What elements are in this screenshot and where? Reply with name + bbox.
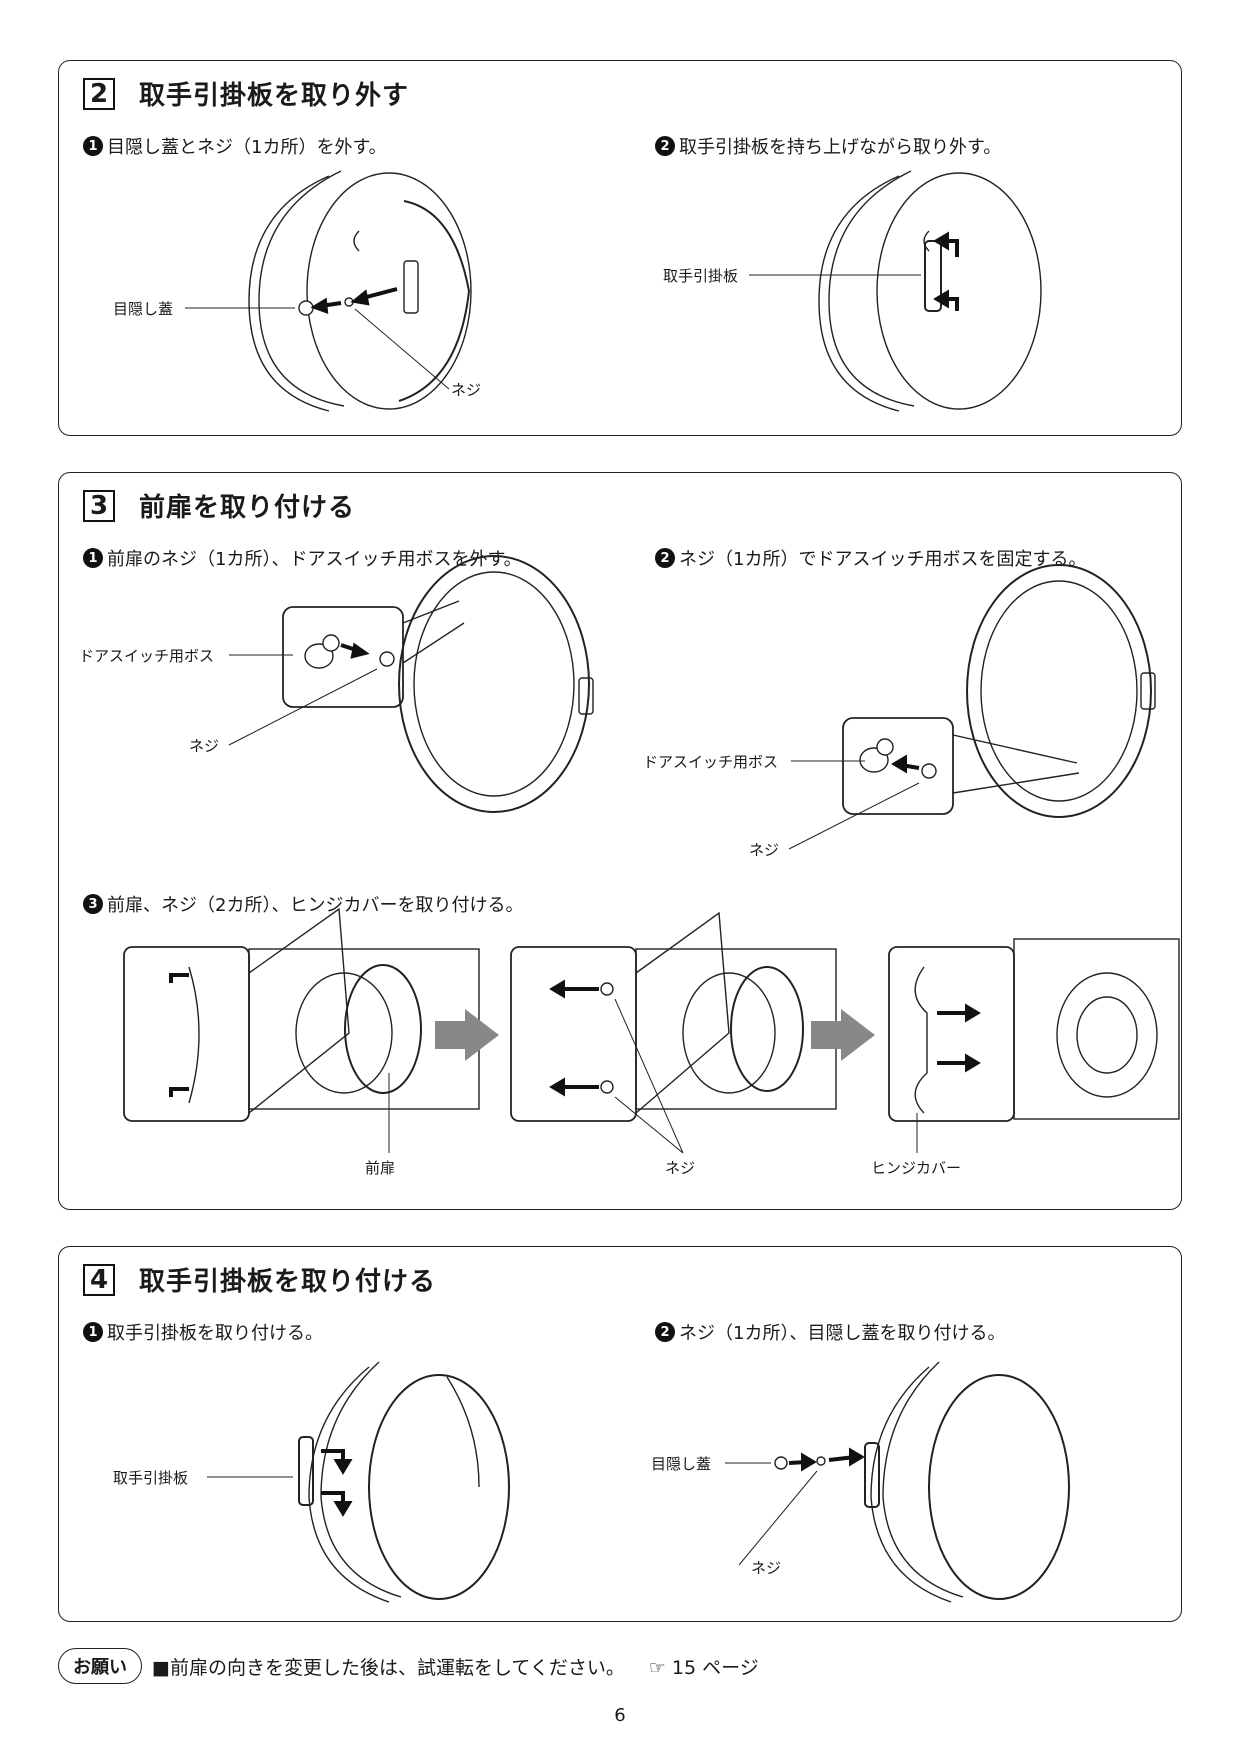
section-header: 3 前扉を取り付ける [83,487,355,524]
step-number: 3 [83,894,103,914]
label-screw: ネジ [749,841,780,859]
step-1: 1 前扉のネジ（1カ所）、ドアスイッチ用ボスを外す。 [83,545,522,571]
step-number: 2 [655,136,675,156]
screw-part-icon [379,651,395,667]
illustration-door-steps [123,555,1180,1154]
step-text: 取手引掛板を持ち上げながら取り外す。 [679,137,1002,158]
section-number: 4 [83,1263,115,1296]
arrow-icon [340,642,370,659]
step-3: 3 前扉、ネジ（2カ所）、ヒンジカバーを取り付ける。 [83,891,523,917]
label-screw: ネジ [751,1559,782,1577]
page-number: 6 [614,1705,626,1726]
screw-part-icon [600,1080,614,1094]
section-title: 取手引掛板を取り付ける [139,1267,437,1297]
step-text: 前扉、ネジ（2カ所）、ヒンジカバーを取り付ける。 [107,895,524,916]
label-cover: 目隠し蓋 [113,300,174,318]
screw-part-icon [921,763,937,779]
boss-part-icon [859,738,894,773]
section-header: 4 取手引掛板を取り付ける [83,1261,436,1298]
arrow-icon [321,1449,353,1517]
step-number: 2 [655,548,675,568]
request-badge: お願い [58,1648,142,1684]
step-number: 1 [83,136,103,156]
step-text: ネジ（1カ所）でドアスイッチ用ボスを固定する。 [679,549,1087,570]
step-text: 取手引掛板を取り付ける。 [107,1323,323,1344]
step-2: 2 ネジ（1カ所）、目隠し蓋を取り付ける。 [655,1319,1005,1345]
page-reference: ☞ 15 ページ [648,1656,759,1679]
note-text: ■前扉の向きを変更した後は、試運転をしてください。 [152,1656,625,1679]
label-plate: 取手引掛板 [663,267,739,285]
section-title: 取手引掛板を取り外す [139,81,410,111]
step-number: 1 [83,548,103,568]
label-screw: ネジ [665,1159,696,1177]
section-header: 2 取手引掛板を取り外す [83,75,409,112]
step-text: ネジ（1カ所）、目隠し蓋を取り付ける。 [679,1323,1006,1344]
section-title: 前扉を取り付ける [139,493,356,523]
step-text: 目隠し蓋とネジ（1カ所）を外す。 [107,137,387,158]
section-remove-handle-plate: 2 取手引掛板を取り外す 1 目隠し蓋とネジ（1カ所）を外す。 2 取手引掛板を… [58,60,1182,436]
label-boss: ドアスイッチ用ボス [79,647,215,665]
label-cover: 目隠し蓋 [651,1455,712,1473]
cover-part-icon [774,1456,788,1470]
arrow-icon [169,973,189,1097]
arrow-icon [549,979,599,1097]
illustration-lift-plate [749,170,1042,412]
arrow-right-icon [435,1009,499,1061]
section-attach-handle-plate: 4 取手引掛板を取り付ける 1 取手引掛板を取り付ける。 2 ネジ（1カ所）、目… [58,1246,1182,1622]
screw-part-icon [600,982,614,996]
arrow-icon [788,1447,865,1472]
label-screw: ネジ [451,381,482,399]
step-number: 2 [655,1322,675,1342]
arrow-icon [937,1003,981,1073]
step-2: 2 ネジ（1カ所）でドアスイッチ用ボスを固定する。 [655,545,1086,571]
label-door: 前扉 [365,1159,396,1177]
footer-note: お願い ■前扉の向きを変更した後は、試運転をしてください。 ☞ 15 ページ [58,1648,759,1684]
arrow-icon [891,754,920,774]
section-number: 3 [83,489,115,522]
step-2: 2 取手引掛板を持ち上げながら取り外す。 [655,133,1001,159]
step-text: 前扉のネジ（1カ所）、ドアスイッチ用ボスを外す。 [107,549,522,570]
illustration-remove-cover [185,170,472,412]
step-1: 1 取手引掛板を取り付ける。 [83,1319,323,1345]
screw-part-icon [816,1456,826,1466]
arrow-icon [310,287,398,314]
step-1: 1 目隠し蓋とネジ（1カ所）を外す。 [83,133,387,159]
arrow-icon [933,231,959,311]
section-number: 2 [83,77,115,110]
label-boss: ドアスイッチ用ボス [643,753,779,771]
label-hinge: ヒンジカバー [871,1159,962,1177]
label-plate: 取手引掛板 [113,1469,189,1487]
label-screw: ネジ [189,737,220,755]
illustration-attach-plate [207,1361,1070,1603]
arrow-right-icon [811,1009,875,1061]
section-attach-front-door: 3 前扉を取り付ける 1 前扉のネジ（1カ所）、ドアスイッチ用ボスを外す。 2 … [58,472,1182,1210]
step-number: 1 [83,1322,103,1342]
boss-part-icon [304,634,340,669]
